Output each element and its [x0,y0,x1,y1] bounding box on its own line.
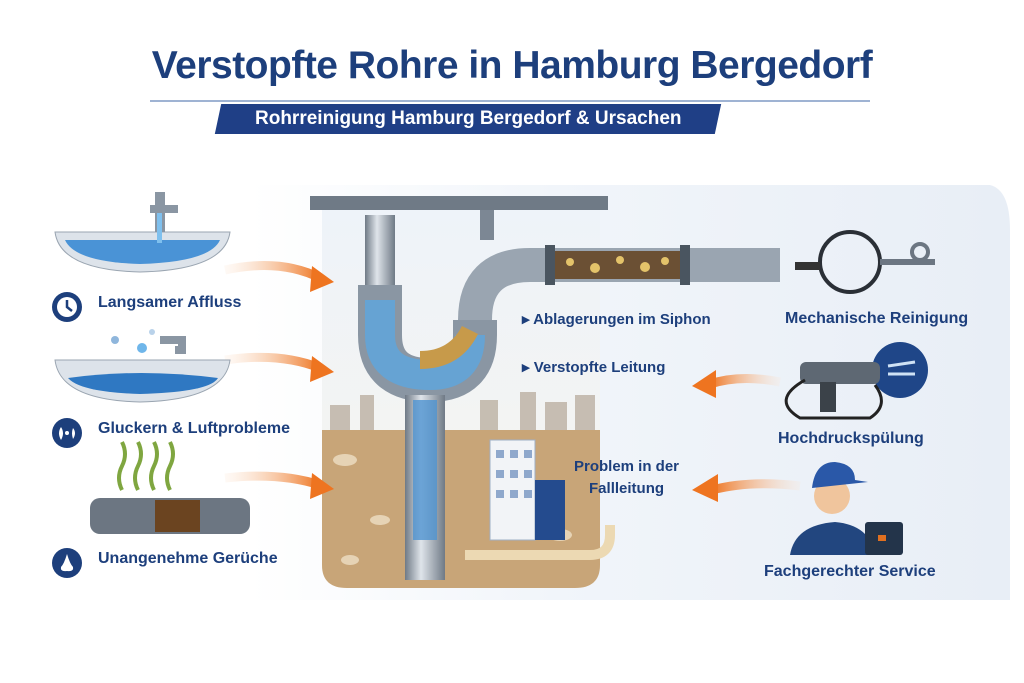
symptom-label: Gluckern & Luftprobleme [98,420,291,437]
cause-text-line1: Problem in der [574,458,680,475]
drain-spiral-icon [795,230,935,294]
air-bubbles-icon [52,418,82,448]
symptom-label: Langsamer Affluss [98,294,242,311]
pressure-washer-icon [784,342,928,420]
solution-label: Hochdruckspülung [778,430,924,447]
cause-label: ▸ Ablagerungen im Siphon [522,311,711,328]
sink-icon [54,192,231,273]
skyline [330,392,595,430]
smelly-pipe-icon [90,441,250,534]
cause-text: Verstopfte Leitung [533,359,666,376]
overflowing-sink-icon [54,329,231,403]
cause-text: Ablagerungen im Siphon [533,311,711,328]
tailpiece [365,215,395,285]
cause-label: ▸ Verstopfte Leitung [522,359,666,376]
arrow-5 [710,479,801,495]
countertop [310,196,608,210]
plumber-icon [790,462,903,555]
divider [150,100,870,102]
clock-icon [52,292,82,322]
cause-text-line2: Fallleitung [589,480,665,497]
symptom-label: Unangenehme Gerüche [98,550,278,567]
nose-icon [52,548,82,578]
sewer-pipe [465,525,615,560]
solution-label: Fachgerechter Service [764,563,936,580]
solution-label: Mechanische Reinigung [785,310,969,327]
drain-pipe-horizontal [458,248,780,321]
page-title: Verstopfte Rohre in Hamburg Bergedorf [151,44,873,87]
